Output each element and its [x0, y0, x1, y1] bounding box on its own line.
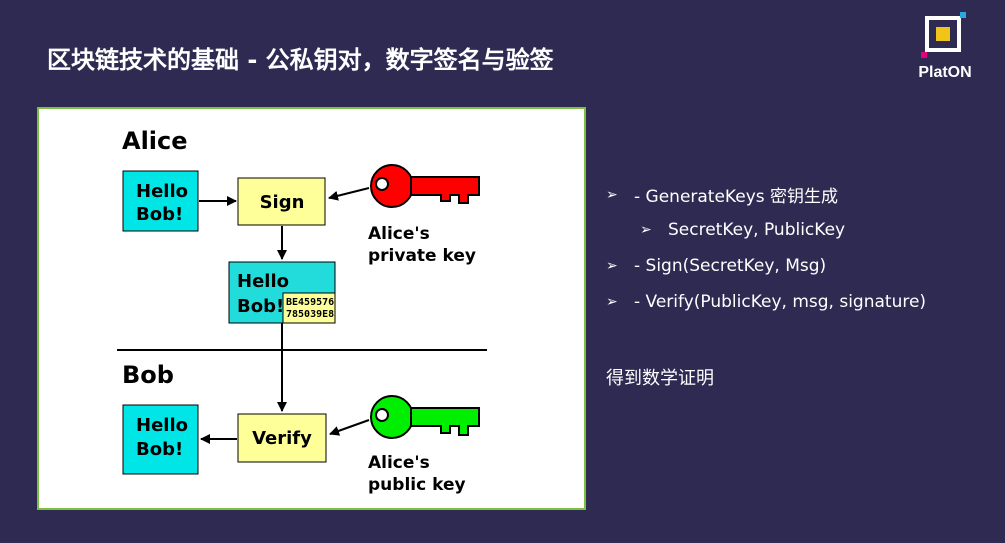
bullet-arrow-icon: ➢ — [606, 294, 618, 310]
bob-message-line2: Bob! — [136, 439, 183, 460]
platon-logo-icon — [921, 12, 966, 58]
bob-heading: Bob — [122, 361, 174, 389]
sign-label: Sign — [260, 192, 305, 213]
public-key-label-line1: Alice's — [368, 453, 430, 473]
private-key-label-line2: private key — [368, 246, 476, 266]
alice-message-line1: Hello — [136, 181, 188, 202]
bullet-text: - GenerateKeys 密钥生成 — [634, 187, 839, 207]
alice-heading: Alice — [122, 127, 188, 155]
bullet-sign: ➢ - Sign(SecretKey, Msg) — [606, 256, 826, 276]
public-key-label-line2: public key — [368, 475, 466, 495]
private-key-icon — [370, 164, 480, 208]
logo-brand-text: PlatON — [918, 64, 972, 81]
bullet-verify: ➢ - Verify(PublicKey, msg, signature) — [606, 292, 926, 312]
signature-line1: BE459576 — [286, 297, 334, 308]
slide-title: 区块链技术的基础 - 公私钥对，数字签名与验签 — [47, 46, 554, 74]
diagram-canvas: Alice Hello Bob! Sign Alice's private ke… — [117, 127, 487, 495]
bullet-generate-keys: ➢ - GenerateKeys 密钥生成 — [606, 182, 839, 208]
alice-message-box: Hello Bob! — [122, 170, 199, 232]
signed-message-line2: Bob! — [237, 296, 284, 317]
signed-message-box: Hello Bob! BE459576 785039E8 — [228, 261, 336, 324]
platon-logo: PlatON — [905, 10, 985, 90]
signature-box — [282, 292, 336, 324]
bullet-text: - Sign(SecretKey, Msg) — [634, 256, 827, 276]
signature-line2: 785039E8 — [286, 309, 334, 320]
bullet-arrow-icon: ➢ — [640, 222, 652, 238]
bullet-key-pair: ➢ SecretKey, PublicKey — [640, 220, 845, 240]
private-key-to-sign-arrow — [328, 187, 370, 201]
public-key-to-verify-arrow — [329, 419, 370, 436]
bob-message-box: Hello Bob! — [122, 404, 199, 475]
signed-message-line1: Hello — [237, 271, 289, 292]
public-key-icon — [370, 395, 480, 439]
bullet-text: SecretKey, PublicKey — [668, 220, 846, 240]
verify-label: Verify — [252, 428, 312, 449]
bullet-arrow-icon: ➢ — [606, 186, 618, 203]
alice-message-line2: Bob! — [136, 204, 183, 225]
digital-signature-diagram: Alice Hello Bob! Sign Alice's private ke… — [37, 107, 586, 510]
sign-box: Sign — [237, 177, 326, 226]
private-key-label-line1: Alice's — [368, 224, 430, 244]
verify-box: Verify — [237, 413, 327, 463]
bullet-text: - Verify(PublicKey, msg, signature) — [634, 292, 927, 312]
conclusion-text: 得到数学证明 — [606, 368, 714, 389]
bob-message-line1: Hello — [136, 415, 188, 436]
bullet-arrow-icon: ➢ — [606, 258, 618, 274]
